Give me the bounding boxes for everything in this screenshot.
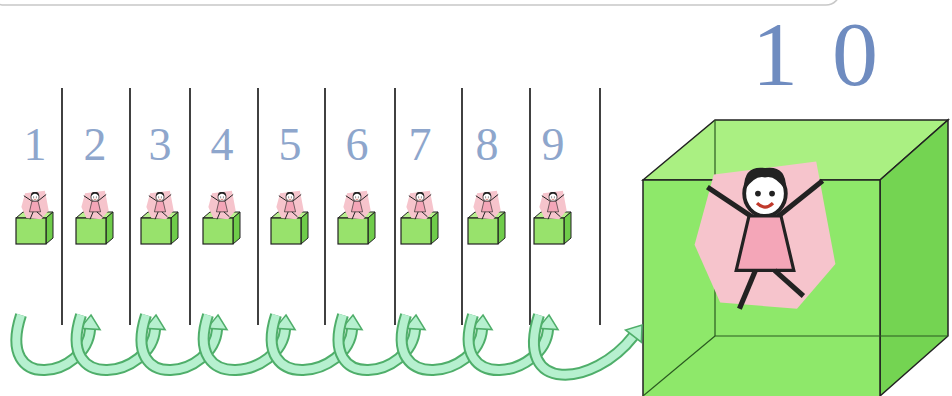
step-number: 3 bbox=[132, 120, 188, 170]
small-box-column: 9 bbox=[525, 120, 581, 315]
small-box-column: 8 bbox=[459, 120, 515, 315]
small-box-column: 3 bbox=[132, 120, 188, 315]
jump-arrow bbox=[534, 315, 642, 375]
small-box-column: 5 bbox=[262, 120, 318, 315]
gift-box-icon bbox=[200, 190, 244, 246]
arrow-body bbox=[204, 315, 285, 370]
arrow-body bbox=[338, 315, 415, 370]
jump-arrow bbox=[469, 315, 558, 370]
big-cube-box: 10 bbox=[640, 0, 952, 396]
arrow-outline bbox=[272, 315, 352, 370]
step-number: 6 bbox=[329, 120, 385, 170]
arrow-outline bbox=[77, 315, 156, 370]
jump-arrow bbox=[272, 315, 362, 370]
step-number: 8 bbox=[459, 120, 515, 170]
small-box-column: 7 bbox=[392, 120, 448, 315]
jump-arrow bbox=[204, 315, 295, 370]
small-box-column: 4 bbox=[194, 120, 250, 315]
jump-arrow bbox=[16, 315, 100, 370]
gift-box-icon bbox=[398, 190, 442, 246]
gift-box-icon bbox=[268, 190, 312, 246]
gift-box-icon bbox=[531, 190, 575, 246]
jump-arrow bbox=[402, 315, 492, 370]
arrow-head bbox=[405, 315, 425, 330]
arrow-head bbox=[342, 315, 362, 330]
arrow-body bbox=[141, 315, 217, 370]
jump-arrow bbox=[338, 315, 425, 370]
arrow-body bbox=[272, 315, 352, 370]
gift-box-icon bbox=[13, 190, 57, 246]
arrow-head bbox=[472, 315, 492, 330]
arrow-outline bbox=[16, 315, 90, 370]
arrow-outline bbox=[141, 315, 217, 370]
gift-box-icon bbox=[138, 190, 182, 246]
small-box-column: 2 bbox=[67, 120, 123, 315]
arrow-outline bbox=[204, 315, 285, 370]
arrow-body bbox=[16, 315, 90, 370]
arrow-outline bbox=[338, 315, 415, 370]
step-number: 9 bbox=[525, 120, 581, 170]
gift-box-icon bbox=[73, 190, 117, 246]
arrow-outline bbox=[402, 315, 482, 370]
target-number: 10 bbox=[752, 4, 912, 104]
arrow-outline bbox=[469, 315, 548, 370]
arrow-head bbox=[80, 315, 100, 330]
step-number: 1 bbox=[7, 120, 63, 170]
panel-edge bbox=[0, 0, 840, 5]
step-number: 5 bbox=[262, 120, 318, 170]
step-number: 4 bbox=[194, 120, 250, 170]
arrow-head bbox=[626, 325, 642, 342]
jump-arrow bbox=[77, 315, 166, 370]
arrow-body bbox=[402, 315, 482, 370]
arrow-head bbox=[207, 315, 227, 330]
small-box-column: 1 bbox=[7, 120, 63, 315]
arrow-head bbox=[538, 315, 558, 330]
arrow-head bbox=[145, 315, 165, 330]
arrow-head bbox=[275, 315, 295, 330]
step-number: 7 bbox=[392, 120, 448, 170]
jump-arrow bbox=[141, 315, 227, 370]
arrow-body bbox=[77, 315, 156, 370]
gift-box-icon bbox=[465, 190, 509, 246]
arrow-body bbox=[469, 315, 548, 370]
arrow-outline bbox=[534, 315, 633, 375]
small-box-column: 6 bbox=[329, 120, 385, 315]
gift-box-icon bbox=[335, 190, 379, 246]
arrow-body bbox=[534, 315, 633, 375]
step-number: 2 bbox=[67, 120, 123, 170]
divider-lines bbox=[62, 88, 600, 325]
